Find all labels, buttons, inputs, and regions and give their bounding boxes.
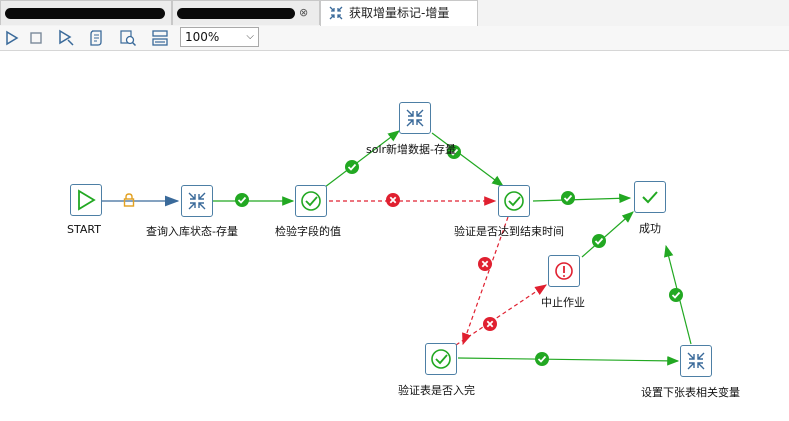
step-label: 设置下张表相关变量: [641, 386, 740, 399]
tab-label: 获取增量标记-增量: [349, 6, 450, 20]
success-icon: [642, 191, 658, 204]
step-verify-table[interactable]: [425, 343, 457, 375]
step-success[interactable]: [634, 181, 666, 213]
success-hop-icon: [345, 160, 359, 174]
failure-hop-icon: [386, 193, 400, 207]
tab-close-icon[interactable]: ⊗: [299, 6, 309, 19]
hop-solr-verify-end[interactable]: [431, 132, 504, 187]
step-label: START: [67, 223, 101, 236]
step-label: 验证是否达到结束时间: [454, 225, 564, 238]
layout-icon[interactable]: [150, 28, 170, 48]
success-hop-icon: [561, 191, 575, 205]
hop-verify-end-success[interactable]: [532, 193, 632, 204]
transform-icon: [406, 109, 424, 127]
zoom-select[interactable]: 100% ⌵: [180, 27, 259, 47]
tab-current[interactable]: 获取增量标记-增量: [320, 0, 478, 26]
hop-verify-end-verify-table[interactable]: [462, 216, 509, 346]
redaction-scribble: [177, 8, 295, 19]
success-hop-icon: [535, 352, 549, 366]
hop-layer: [102, 130, 692, 366]
transform-icon: [329, 6, 343, 20]
evaluation-icon: [431, 349, 451, 369]
tab-bar: ⊗ 获取增量标记-增量: [0, 0, 789, 27]
hop-verify-table-set-vars[interactable]: [457, 356, 680, 366]
step-abort[interactable]: [548, 255, 580, 287]
success-hop-icon: [592, 234, 606, 248]
chevron-down-icon: ⌵: [246, 31, 254, 42]
step-label: 查询入库状态-存量: [146, 225, 238, 238]
step-verify-end[interactable]: [498, 185, 530, 217]
script-icon[interactable]: [86, 28, 106, 48]
redaction-scribble: [5, 8, 165, 19]
tab-1[interactable]: [0, 0, 172, 25]
stop-icon[interactable]: [26, 28, 46, 48]
preview-icon[interactable]: [56, 28, 76, 48]
step-start[interactable]: [70, 184, 102, 216]
hop-check-solr[interactable]: [324, 130, 400, 188]
step-label: solr新增数据-存量: [366, 143, 457, 156]
transform-icon: [188, 192, 206, 210]
success-hop-icon: [235, 193, 249, 207]
workflow-canvas[interactable]: START 查询入库状态-存量 检验字段的值 solr新增数据-存量 验证是否达…: [0, 51, 789, 421]
toolbar: [0, 26, 789, 51]
evaluation-icon: [301, 191, 321, 211]
evaluation-icon: [504, 191, 524, 211]
step-label: 验证表是否入完: [398, 384, 475, 397]
hop-verify-table-abort[interactable]: [455, 284, 547, 346]
step-set-vars[interactable]: [680, 345, 712, 377]
step-check-field[interactable]: [295, 185, 327, 217]
step-label: 中止作业: [541, 296, 585, 309]
failure-hop-icon: [483, 317, 497, 331]
transform-icon: [687, 352, 705, 370]
success-hop-icon: [447, 145, 461, 159]
run-icon[interactable]: [2, 28, 22, 48]
search-icon[interactable]: [118, 28, 138, 48]
zoom-value: 100%: [185, 30, 220, 44]
success-hop-icon: [669, 288, 683, 302]
hop-abort-success[interactable]: [581, 211, 634, 258]
failure-hop-icon: [478, 257, 492, 271]
step-label: 检验字段的值: [275, 225, 341, 238]
tab-2[interactable]: ⊗: [172, 0, 320, 25]
abort-icon: [555, 262, 573, 280]
start-icon: [78, 189, 96, 211]
lock-icon: [123, 193, 135, 207]
step-solr[interactable]: [399, 102, 431, 134]
step-query[interactable]: [181, 185, 213, 217]
step-label: 成功: [639, 222, 661, 235]
